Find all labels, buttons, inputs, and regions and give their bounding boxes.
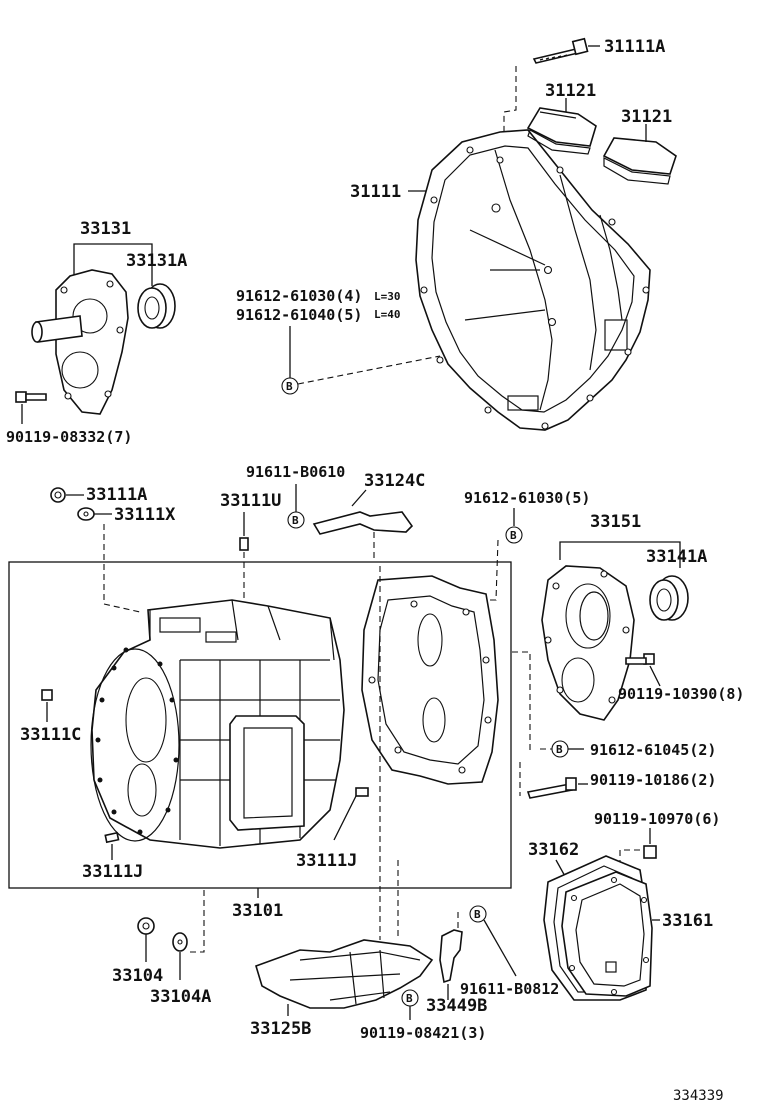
case-assembly-frame — [8, 561, 512, 889]
label-33111J-left: 33111J — [82, 862, 143, 882]
svg-text:B: B — [292, 514, 299, 527]
label-L40: L=40 — [374, 308, 401, 321]
oil-seal-33131A — [137, 283, 176, 329]
bolt-31111A — [532, 37, 589, 64]
label-33131: 33131 — [80, 219, 131, 239]
bearing-retainer-33131 — [31, 269, 129, 415]
cover-31121-right — [602, 137, 677, 185]
bolt-90119-10970 — [643, 845, 657, 859]
label-33151: 33151 — [590, 512, 641, 532]
label-90119-10970: 90119-10970(6) — [594, 810, 720, 828]
pin-33111J-left — [104, 831, 120, 844]
marker-b-91611-B0610: B — [287, 511, 305, 529]
bolt-90119-10390 — [625, 653, 655, 665]
marker-b-91612-61030-5: B — [505, 526, 523, 544]
washer-33111X — [77, 507, 95, 521]
label-33104: 33104 — [112, 966, 163, 986]
pin-33111U — [239, 537, 249, 551]
figure-number: 334339 — [673, 1088, 724, 1104]
bolt-33111A — [50, 487, 66, 503]
bolt-90119-08332 — [15, 391, 47, 403]
svg-text:B: B — [406, 992, 413, 1005]
label-90119-08332: 90119-08332(7) — [6, 428, 132, 446]
label-33111X: 33111X — [114, 505, 176, 525]
svg-text:B: B — [286, 380, 293, 393]
svg-text:B: B — [474, 908, 481, 921]
label-90119-10390: 90119-10390(8) — [618, 685, 744, 703]
label-33161: 33161 — [662, 911, 713, 931]
pin-33111J-right — [355, 787, 369, 797]
label-31111: 31111 — [350, 182, 401, 202]
label-91612-61040-5: 91612-61040(5) — [236, 306, 362, 324]
bracket-33449B — [439, 929, 463, 984]
label-33104A: 33104A — [150, 987, 211, 1007]
label-33162: 33162 — [528, 840, 579, 860]
label-33111A: 33111A — [86, 485, 147, 505]
label-33124C: 33124C — [364, 471, 425, 491]
label-L30: L=30 — [374, 290, 401, 303]
transmission-case-33101-rear — [361, 575, 499, 785]
undercover-33125B — [255, 939, 434, 1009]
label-33111U: 33111U — [220, 491, 281, 511]
extension-housing-33151 — [541, 565, 635, 721]
clutch-housing-31111 — [415, 129, 651, 431]
washer-33104A — [172, 932, 188, 952]
bolt-33111C — [41, 689, 53, 701]
label-33141A: 33141A — [646, 547, 707, 567]
label-91611-B0812: 91611-B0812 — [460, 980, 559, 998]
marker-b-90119-08421: B — [401, 989, 419, 1007]
label-33111J-right: 33111J — [296, 851, 357, 871]
label-33131A: 33131A — [126, 251, 187, 271]
bracket-33124C — [312, 511, 414, 535]
label-33101: 33101 — [232, 901, 283, 921]
label-90119-08421: 90119-08421(3) — [360, 1024, 486, 1042]
transmission-case-33101-front — [90, 599, 345, 849]
label-31121-right: 31121 — [621, 107, 672, 127]
label-33125B: 33125B — [250, 1019, 311, 1039]
oil-seal-33141A — [649, 575, 689, 621]
label-33111C: 33111C — [20, 725, 81, 745]
cover-31121-left — [526, 107, 597, 155]
label-31121-left: 31121 — [545, 81, 596, 101]
label-31111A: 31111A — [604, 37, 665, 57]
label-91612-61030-4: 91612-61030(4) — [236, 287, 362, 305]
nut-33104 — [137, 917, 155, 935]
label-91611-B0610: 91611-B0610 — [246, 463, 345, 481]
bolt-90119-10186 — [526, 777, 577, 799]
svg-text:B: B — [556, 743, 563, 756]
label-90119-10186: 90119-10186(2) — [590, 771, 716, 789]
label-91612-61045: 91612-61045(2) — [590, 741, 716, 759]
svg-text:B: B — [510, 529, 517, 542]
cover-33161 — [561, 871, 653, 997]
label-33449B: 33449B — [426, 996, 487, 1016]
label-91612-61030-5: 91612-61030(5) — [464, 489, 590, 507]
marker-b-91612-61045: B — [551, 740, 569, 758]
marker-b-91611-B0812: B — [469, 905, 487, 923]
marker-b-91612-61030-4: B — [281, 377, 299, 395]
